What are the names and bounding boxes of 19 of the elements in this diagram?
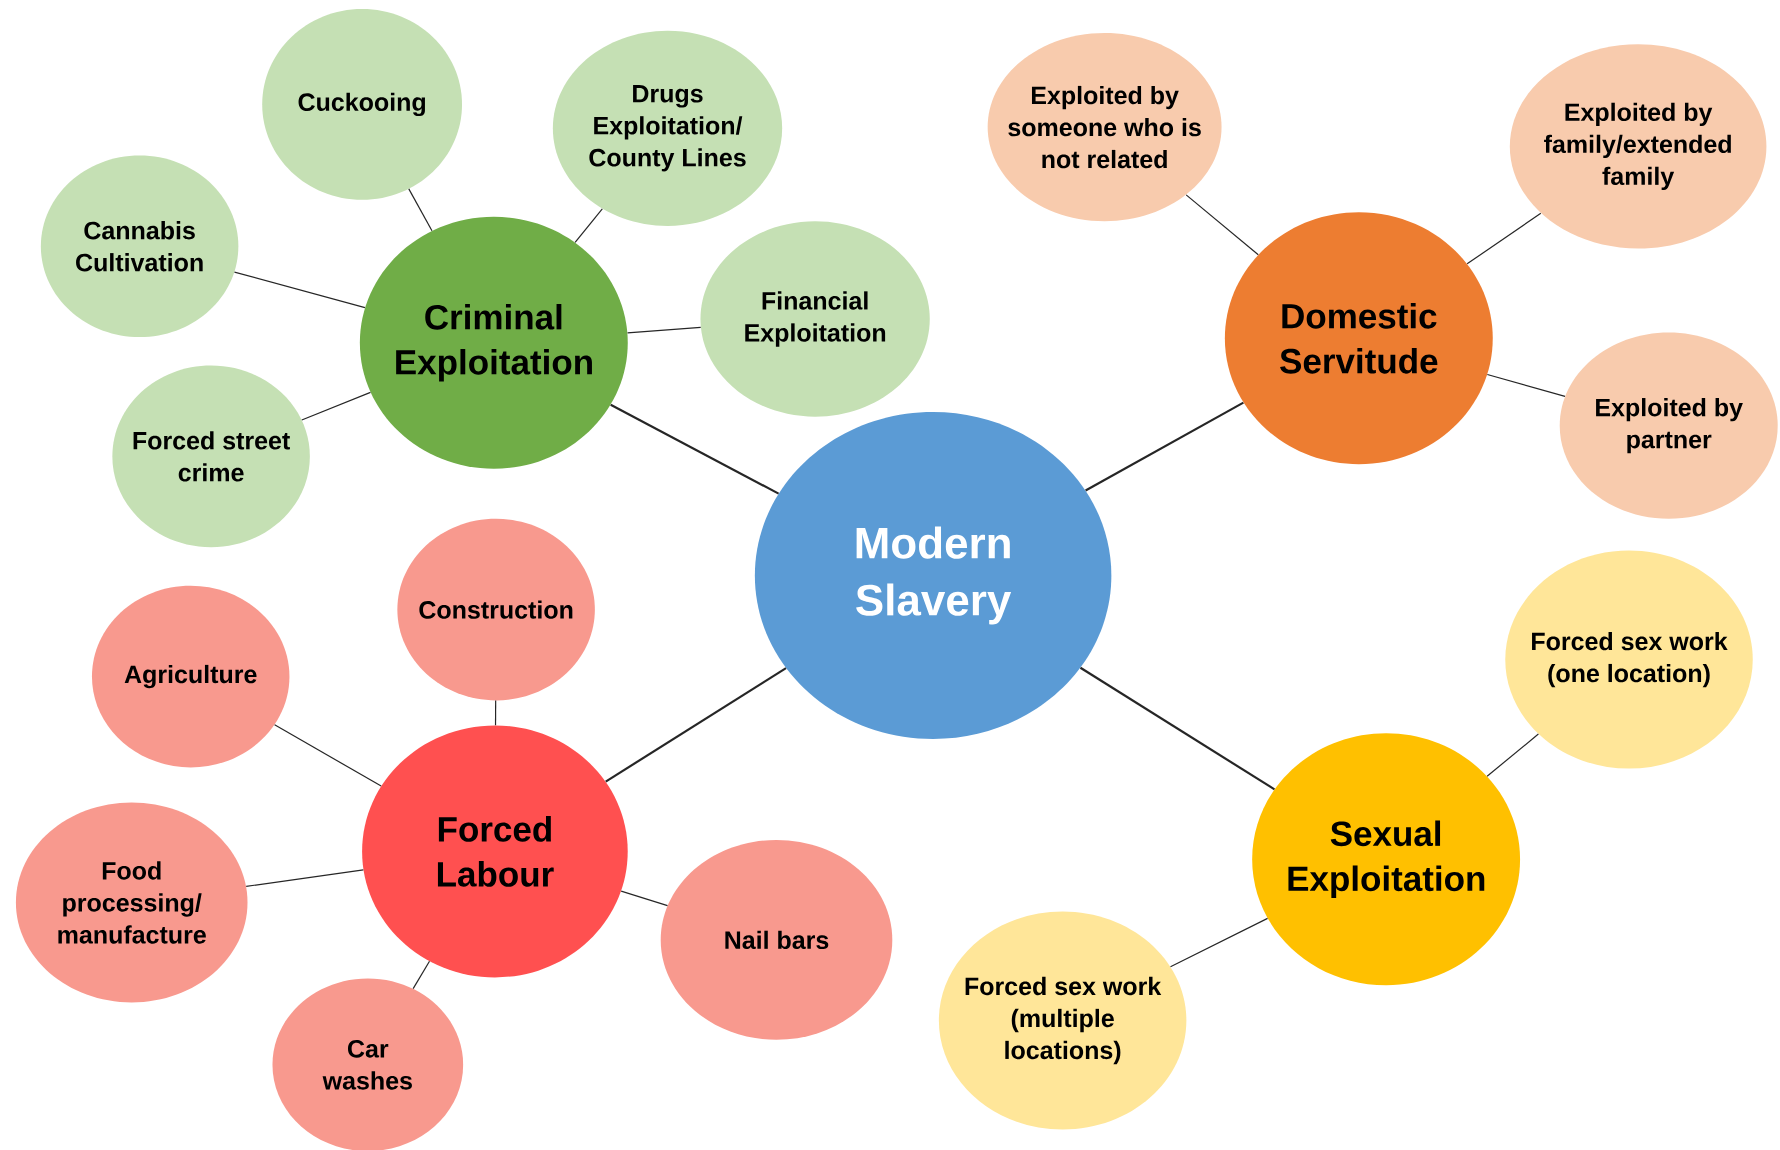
connector-line [1085,401,1244,492]
connector-line [233,271,366,309]
connector-line [574,208,603,243]
connector-line [1079,666,1276,791]
connector-line [1169,917,1269,968]
connector-line [412,960,431,990]
connector-line [301,391,372,421]
connector-line [494,700,497,726]
connector-line [408,188,433,232]
connector-line [626,326,702,334]
connector-line [1185,194,1259,256]
connector-line [605,667,787,783]
connector-line [1466,212,1542,265]
connector-line [620,890,669,907]
connector-line [274,724,382,787]
connector-line [1486,733,1539,777]
connector-line [1486,373,1566,398]
connector-line [245,869,364,887]
connector-line [610,403,780,495]
